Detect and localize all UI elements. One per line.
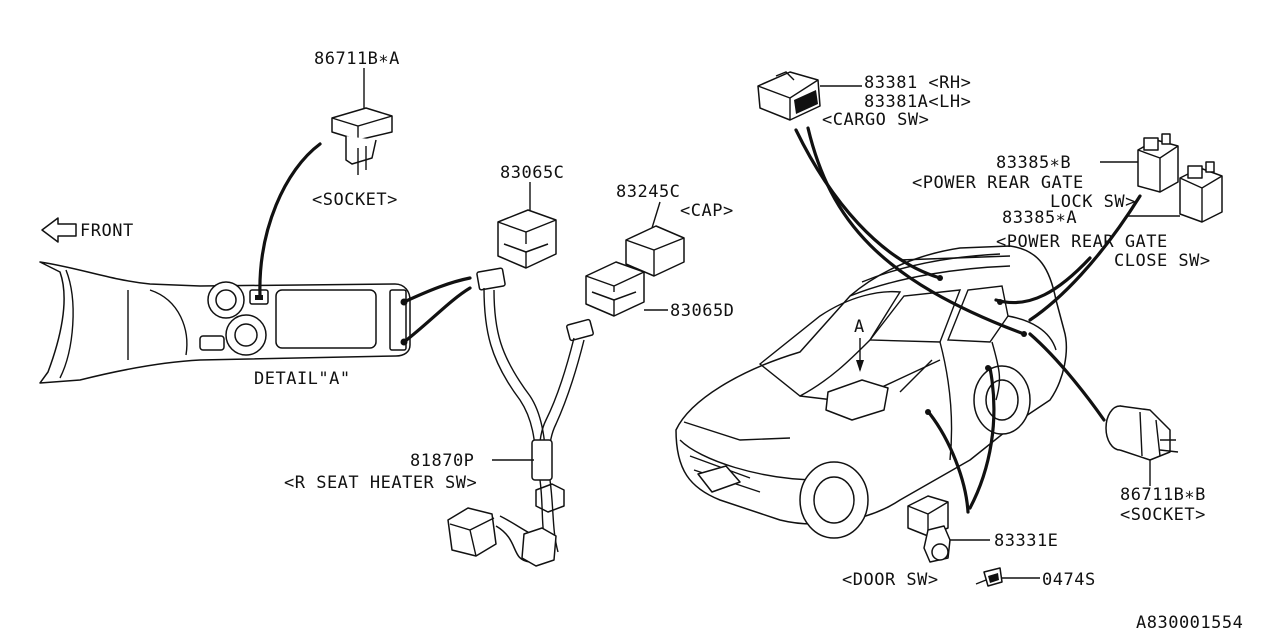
vehicle-drawing: [675, 245, 1068, 539]
door-sw-number: 83331E: [994, 531, 1058, 551]
seat-heater-harness: [447, 287, 585, 567]
lock-sw-number: 83385∗B: [996, 153, 1071, 173]
seat-heater-number: 81870P: [410, 451, 474, 471]
cargo-sw-number-rh: 83381 <RH>: [864, 73, 971, 93]
diagram-id: A830001554: [1136, 613, 1243, 633]
detail-a-label: DETAIL"A": [254, 369, 351, 389]
harness-c-connector: [497, 209, 557, 269]
cap-part: [625, 225, 685, 277]
cap-number: 83245C: [616, 182, 680, 202]
socket-b-part: [1105, 405, 1179, 461]
seat-heater-desc: <R SEAT HEATER SW>: [284, 473, 477, 493]
screw-part: [975, 567, 1003, 587]
view-marker-a: A: [854, 317, 865, 337]
cap-desc: <CAP>: [680, 201, 734, 221]
close-sw-desc-2: CLOSE SW>: [1114, 251, 1211, 271]
socket-b-number: 86711B∗B: [1120, 485, 1206, 505]
cargo-sw-part: [757, 71, 821, 121]
cargo-sw-desc: <CARGO SW>: [822, 110, 929, 130]
harness-d-number: 83065D: [670, 301, 734, 321]
socket-a-part: [331, 107, 393, 175]
socket-a-desc: <SOCKET>: [312, 190, 398, 210]
harness-c-number: 83065C: [500, 163, 564, 183]
close-sw-desc-1: <POWER REAR GATE: [996, 232, 1168, 252]
door-sw-part: [907, 495, 951, 563]
console-detail-drawing: [39, 261, 411, 384]
close-sw-number: 83385∗A: [1002, 208, 1077, 228]
front-label: FRONT: [80, 221, 134, 241]
lock-sw-desc-1: <POWER REAR GATE: [912, 173, 1084, 193]
lock-sw-desc-2: LOCK SW>: [1050, 192, 1136, 212]
lock-sw-part: [1137, 133, 1179, 193]
close-sw-part: [1179, 161, 1223, 223]
screw-number: 0474S: [1042, 570, 1096, 590]
socket-a-number: 86711B∗A: [314, 49, 400, 69]
cargo-sw-number-lh: 83381A<LH>: [864, 92, 971, 112]
front-arrow-icon: [41, 217, 77, 243]
door-sw-desc: <DOOR SW>: [842, 570, 939, 590]
socket-b-desc: <SOCKET>: [1120, 505, 1206, 525]
harness-d-connector: [585, 261, 645, 317]
